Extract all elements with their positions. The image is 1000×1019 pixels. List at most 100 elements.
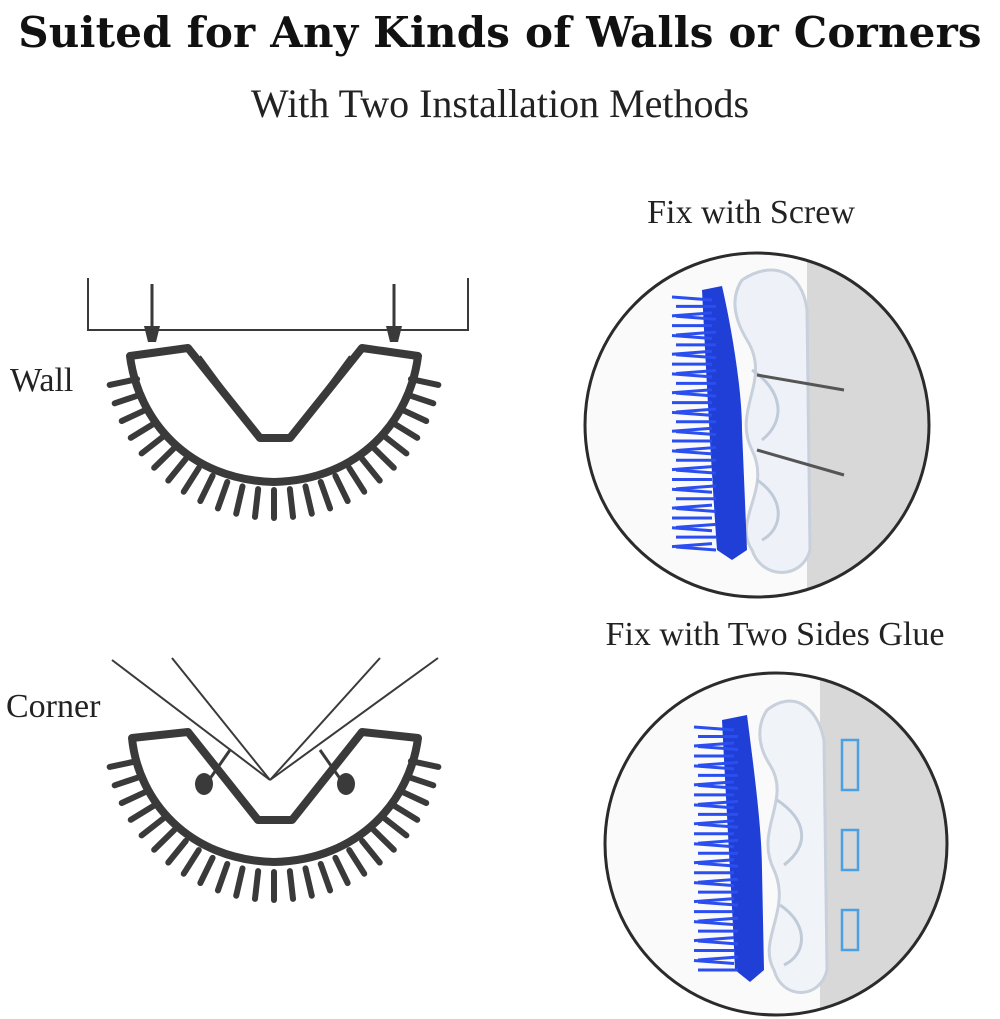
bristle: [302, 483, 315, 517]
brush-body: [702, 286, 747, 560]
bristle: [675, 545, 717, 552]
bristle: [233, 483, 246, 517]
bristle: [127, 802, 158, 823]
bristle: [697, 861, 739, 868]
bristle: [317, 860, 334, 894]
bristle: [697, 877, 739, 884]
clear-holder: [733, 268, 812, 574]
bristle: [675, 314, 717, 321]
screw-install-photo: [583, 251, 931, 599]
bristle: [286, 868, 297, 902]
bristle: [111, 391, 145, 407]
bristle: [671, 487, 713, 494]
bristle: [693, 920, 735, 927]
bristle: [693, 881, 735, 888]
bristle: [697, 838, 739, 845]
brush-bristles: [693, 725, 739, 972]
bristle: [151, 445, 178, 471]
screw-method-label: Fix with Screw: [647, 194, 855, 231]
clear-holder: [758, 699, 829, 994]
bristle: [390, 802, 421, 823]
bristle: [381, 815, 410, 839]
screw-icon-left: [195, 749, 232, 795]
bristle: [671, 372, 713, 379]
bristle: [214, 860, 231, 894]
bristle: [693, 842, 735, 849]
bristle: [370, 827, 397, 853]
bristle: [381, 433, 410, 457]
bristle: [407, 376, 442, 388]
screw-icon-right: [318, 749, 355, 795]
screw-icon-right: [386, 284, 402, 342]
bristle: [407, 758, 442, 770]
bristle: [403, 391, 437, 407]
bristle: [180, 847, 202, 877]
bristle: [671, 410, 713, 417]
bristle: [693, 803, 735, 810]
screw-icon: [756, 448, 845, 477]
bristle: [697, 939, 739, 946]
wall-label: Wall: [10, 362, 74, 399]
bristle: [118, 406, 151, 424]
bristle: [403, 773, 437, 789]
bristle: [233, 865, 246, 899]
bristle: [317, 478, 334, 512]
bristle: [697, 760, 739, 767]
corner-wall-right: [269, 657, 439, 781]
corner-mount-diagram: [106, 657, 442, 903]
bristle: [332, 472, 351, 504]
bristle: [693, 764, 735, 771]
bristle: [106, 758, 141, 770]
screw-icon-left: [144, 284, 160, 342]
bristle: [675, 391, 717, 398]
bristle: [397, 788, 430, 806]
bristle: [106, 376, 141, 388]
page-title: Suited for Any Kinds of Walls or Corners: [18, 8, 982, 57]
bristle: [675, 353, 717, 360]
bristle: [397, 406, 430, 424]
bristle: [697, 955, 739, 962]
brush-bristles: [106, 376, 442, 521]
bristle: [697, 799, 739, 806]
screw-icon: [756, 373, 845, 392]
bristle: [697, 744, 739, 751]
bristle: [251, 486, 262, 520]
bristle: [118, 788, 151, 806]
bristle: [165, 455, 189, 484]
bristle: [359, 455, 383, 484]
bristle: [693, 959, 735, 966]
wall-surface: [807, 253, 929, 597]
bristle: [675, 507, 717, 514]
bristle: [697, 900, 739, 907]
brush-bristles: [106, 758, 442, 903]
wall-surface: [820, 673, 947, 1015]
glue-install-photo: [603, 671, 949, 1017]
bristle: [346, 847, 368, 877]
bristle: [675, 407, 717, 414]
bristle: [359, 837, 383, 866]
bristle: [138, 433, 167, 457]
bristle: [693, 725, 735, 732]
bristle: [214, 478, 231, 512]
bristle: [390, 420, 421, 441]
bristle: [370, 445, 397, 471]
bristle: [675, 484, 717, 491]
page-subtitle: With Two Installation Methods: [250, 81, 750, 126]
bristle: [197, 854, 216, 886]
bristle: [675, 369, 717, 376]
bristle: [675, 430, 717, 437]
corner-wall-left: [111, 659, 271, 781]
bristle: [697, 822, 739, 829]
corner-label: Corner: [6, 688, 101, 725]
brush-body-outline: [126, 344, 422, 486]
bristle: [127, 420, 158, 441]
glue-strip-icon: [840, 738, 860, 952]
bristle: [286, 486, 297, 520]
bristle: [151, 827, 178, 853]
brush-body-outline: [128, 728, 422, 866]
bristle: [332, 854, 351, 886]
bristle: [180, 465, 202, 495]
bristle: [302, 865, 315, 899]
bristle: [675, 522, 717, 529]
bristle: [675, 468, 717, 475]
